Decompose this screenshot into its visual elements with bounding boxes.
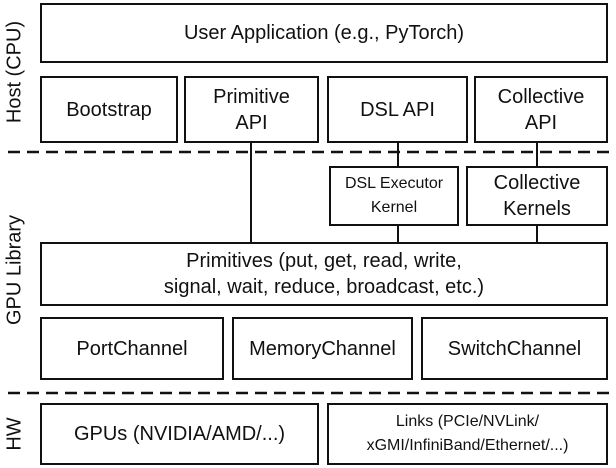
collective-kernels-box: Collective Kernels [466, 166, 608, 226]
switch-channel-box: SwitchChannel [421, 317, 608, 380]
primitive-api-label-line1: Primitive [213, 85, 290, 108]
dsl-executor-kernel-box: DSL Executor Kernel [329, 166, 459, 226]
primitive-api-label-line2: API [235, 111, 268, 134]
dsl-api-box: DSL API [327, 76, 468, 143]
dsl-api-label: DSL API [360, 98, 435, 121]
collective-api-label-line2: API [524, 111, 558, 134]
dsl-executor-label-line2: Kernel [370, 199, 418, 216]
layer-label-host: Host (CPU) [3, 20, 26, 124]
bootstrap-label: Bootstrap [66, 98, 152, 121]
port-channel-box: PortChannel [40, 317, 224, 380]
primitive-api-box: Primitive API [184, 76, 319, 143]
memory-channel-label: MemoryChannel [249, 337, 396, 360]
links-label-line2: xGMI/InfiniBand/Ethernet/...) [366, 437, 569, 454]
primitives-box: Primitives (put, get, read, write, signa… [40, 242, 608, 306]
primitives-label-line2: signal, wait, reduce, broadcast, etc.) [163, 276, 485, 298]
layer-label-gpu: GPU Library [3, 214, 26, 326]
port-channel-label: PortChannel [76, 337, 188, 360]
links-label-line1: Links (PCIe/NVLink/ [395, 413, 540, 430]
primitives-label-line1: Primitives (put, get, read, write, [186, 250, 462, 272]
collective-kernels-label-line2: Kernels [503, 198, 571, 220]
dsl-executor-label-line1: DSL Executor [344, 175, 444, 192]
collective-api-box: Collective API [474, 76, 608, 143]
user-application-label: User Application (e.g., PyTorch) [183, 22, 465, 44]
switch-channel-label: SwitchChannel [447, 337, 582, 360]
links-box: Links (PCIe/NVLink/ xGMI/InfiniBand/Ethe… [327, 403, 608, 465]
collective-kernels-label-line1: Collective [493, 172, 581, 194]
gpus-box: GPUs (NVIDIA/AMD/...) [40, 403, 319, 465]
gpus-label: GPUs (NVIDIA/AMD/...) [73, 423, 286, 445]
layer-label-hw: HW [3, 417, 26, 451]
memory-channel-box: MemoryChannel [232, 317, 413, 380]
collective-api-label-line1: Collective [497, 85, 585, 108]
bootstrap-box: Bootstrap [40, 76, 178, 143]
user-application-box: User Application (e.g., PyTorch) [40, 3, 608, 63]
